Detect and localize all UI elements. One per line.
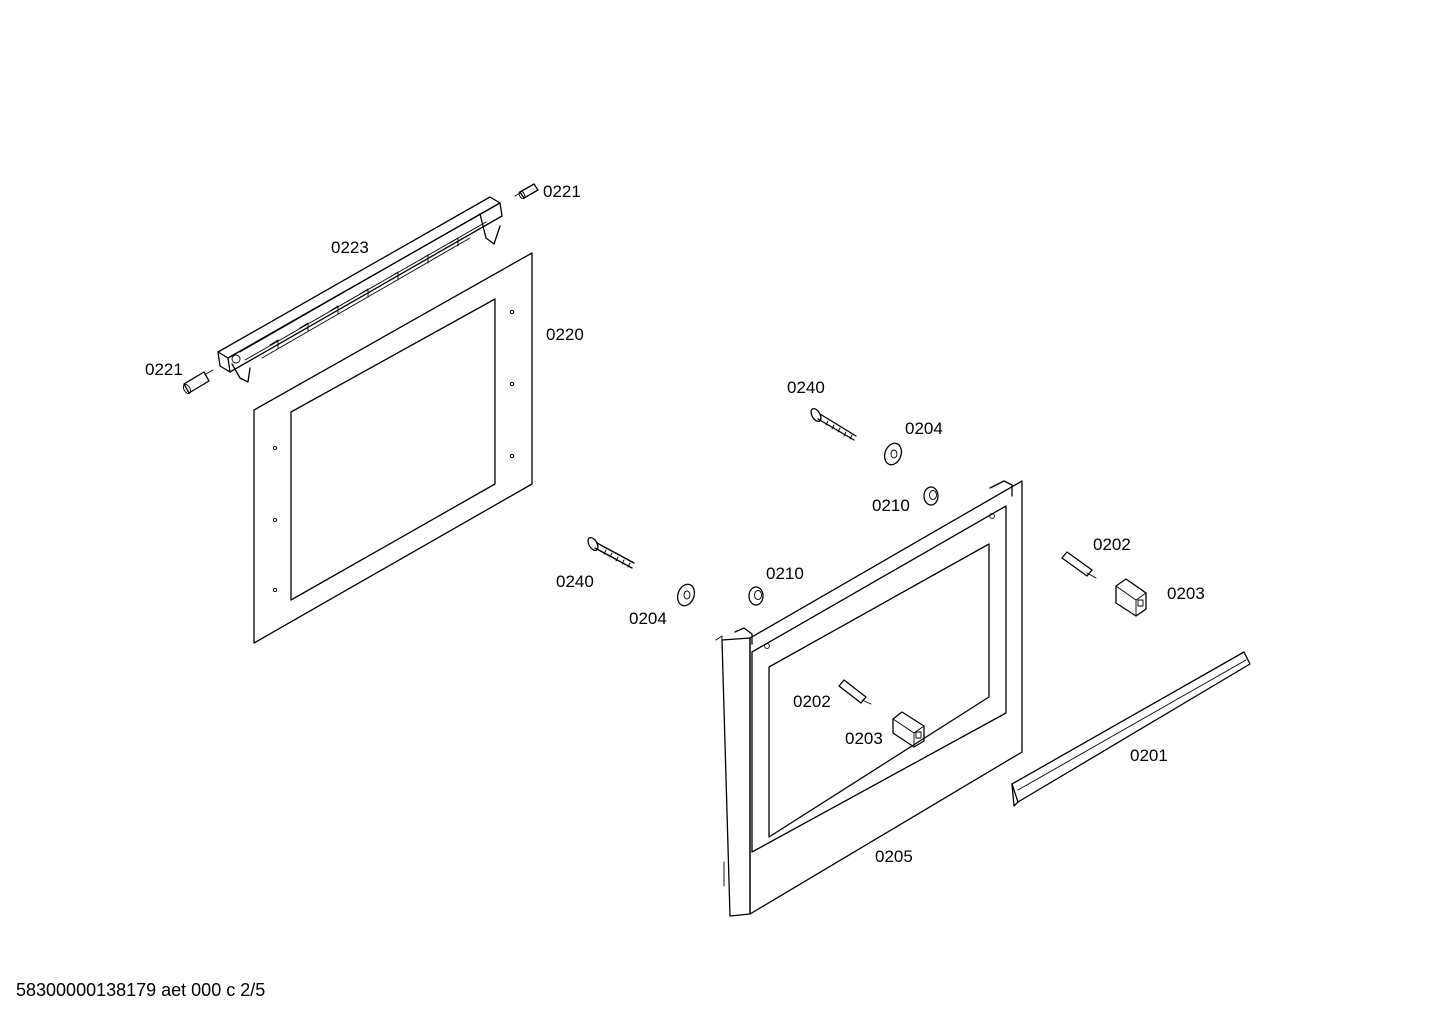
label-0221-top: 0221 [543,182,581,201]
part-0201-handle-strip [1011,651,1251,807]
part-0202-pin-right [1061,551,1097,579]
label-0240-top: 0240 [787,378,825,397]
label-0202-inner: 0202 [793,692,831,711]
part-0223-top-trim-bar [217,196,503,383]
drawing-id-footer: 58300000138179 aet 000 c 2/5 [16,980,266,1000]
part-0240-screw-left [587,536,635,569]
part-0204-washer-left [676,583,696,607]
part-0210-bushing-top [923,486,939,506]
label-0202-right: 0202 [1093,535,1131,554]
part-0220-inner-glass-panel [253,252,533,644]
part-0203-block-right [1115,578,1147,617]
label-0221-left: 0221 [145,360,183,379]
part-0221-pin-left [182,369,214,395]
label-0204-left: 0204 [629,609,667,628]
label-0240-left: 0240 [556,572,594,591]
label-0223: 0223 [331,238,369,257]
label-0203-inner: 0203 [845,729,883,748]
label-0205: 0205 [875,847,913,866]
label-0210-mid: 0210 [766,564,804,583]
part-0204-washer-top [883,442,903,466]
part-labels: 0221 0223 0220 0221 0240 0204 0210 0202 … [145,182,1205,866]
part-0205-outer-door-frame [715,480,1023,917]
label-0203-right: 0203 [1167,584,1205,603]
part-0221-pin-top [514,183,539,200]
label-0220: 0220 [546,325,584,344]
label-0210-top: 0210 [872,496,910,515]
part-0240-screw-top [810,407,857,441]
label-0204-top: 0204 [905,419,943,438]
label-0201: 0201 [1130,746,1168,765]
part-0210-bushing-mid [748,586,764,606]
part-0202-pin-inner [838,679,872,705]
